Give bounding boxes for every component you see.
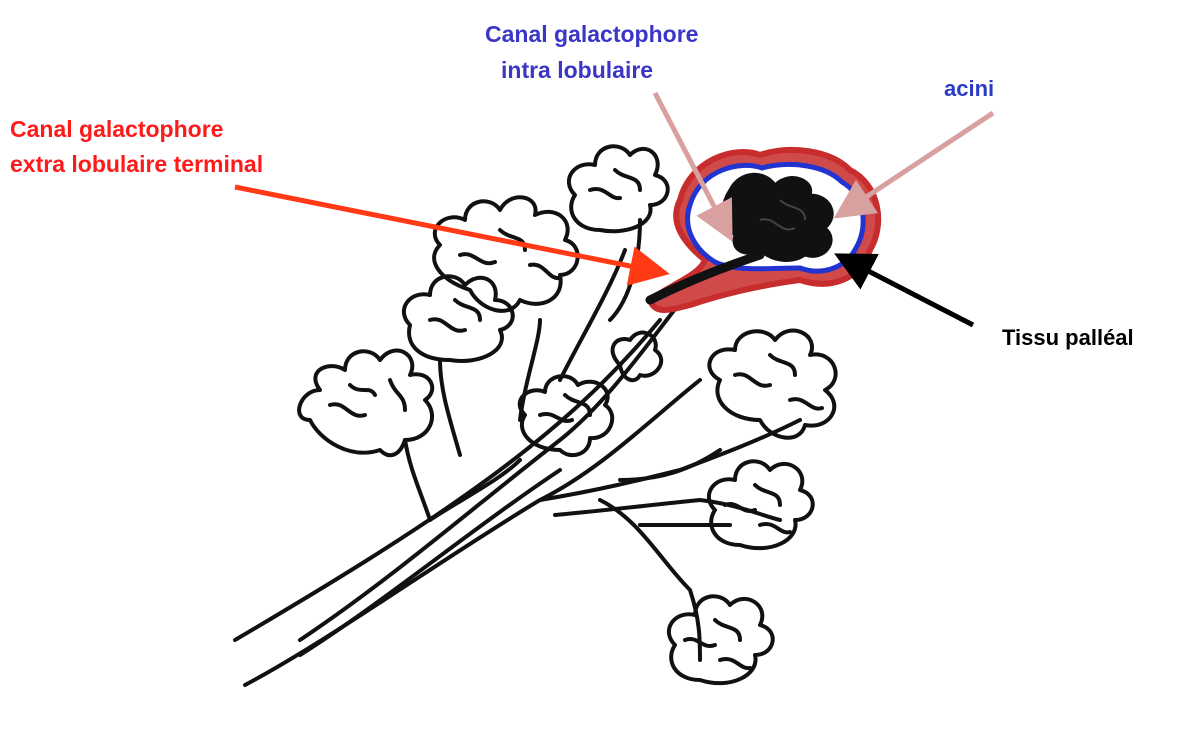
- lobule-upper-cluster: [434, 197, 578, 311]
- label-canal-intra-lobulaire: Canal galactophore intra lobulaire: [485, 16, 698, 88]
- highlighted-terminal-lobule: [650, 150, 878, 310]
- arrow-acini: [842, 113, 993, 213]
- label-acini: acini: [944, 74, 994, 104]
- lobule-top: [569, 146, 668, 231]
- label-canal-extra-lobulaire: Canal galactophore extra lobulaire termi…: [10, 112, 263, 182]
- lobule-right-upper: [709, 331, 835, 438]
- lobule-upper-mid: [404, 276, 513, 361]
- label-extra-line2: extra lobulaire terminal: [10, 147, 263, 182]
- main-duct-trunk: [235, 290, 700, 685]
- arrow-tissu-palleal: [843, 258, 973, 325]
- label-intra-line1: Canal galactophore: [485, 16, 698, 52]
- label-tissu-palleal: Tissu palléal: [1002, 323, 1134, 353]
- label-intra-line2: intra lobulaire: [485, 52, 698, 88]
- upper-duct-branches: [405, 220, 640, 520]
- lobule-left: [299, 351, 432, 456]
- label-extra-line1: Canal galactophore: [10, 112, 263, 147]
